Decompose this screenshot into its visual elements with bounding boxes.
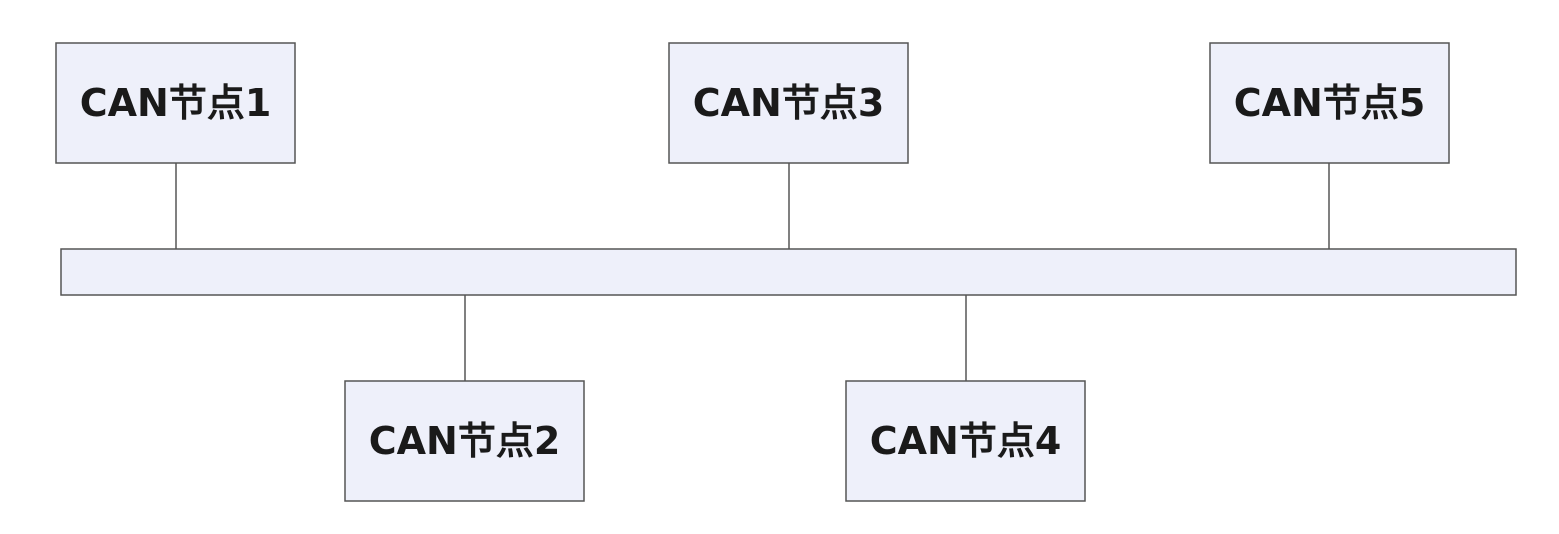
can-node-2: CAN节点2 [344,295,585,502]
node-3-box [668,42,909,164]
can-node-5: CAN节点5 [1209,42,1450,249]
node-4-label: CAN节点4 [870,419,1062,463]
node-2-box [344,380,585,502]
node-5-box [1209,42,1450,164]
node-1-box [55,42,296,164]
can-node-1: CAN节点1 [55,42,296,249]
can-bus-bar [60,248,1517,296]
can-node-3: CAN节点3 [668,42,909,249]
node-1-label: CAN节点1 [80,81,272,125]
node-2-label: CAN节点2 [369,419,561,463]
can-node-4: CAN节点4 [845,295,1086,502]
node-3-label: CAN节点3 [693,81,885,125]
node-5-label: CAN节点5 [1234,81,1426,125]
node-4-box [845,380,1086,502]
